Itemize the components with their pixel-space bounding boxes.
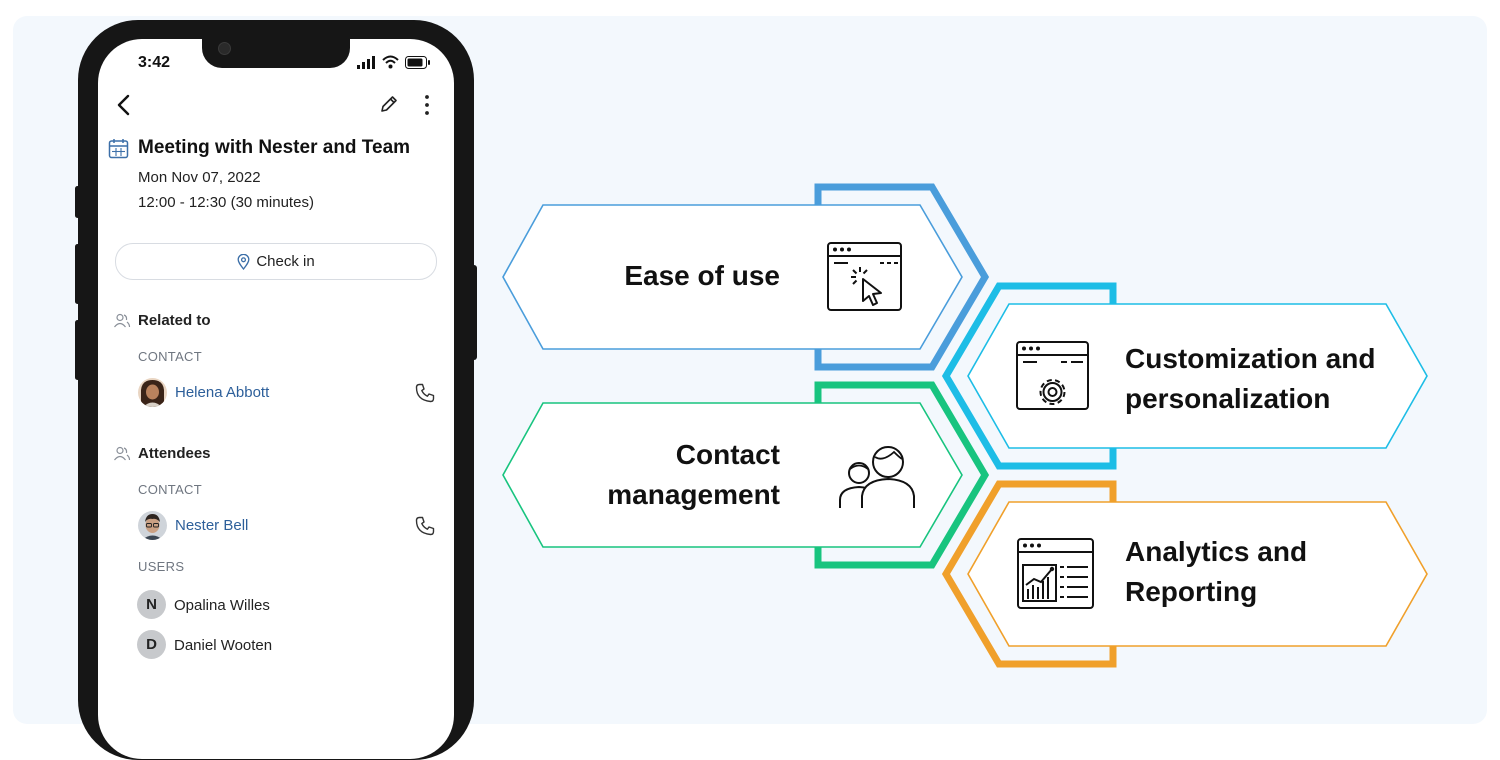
signal-icon bbox=[357, 56, 375, 69]
customization-label-line2: personalization bbox=[1125, 383, 1331, 414]
edit-pencil-icon[interactable] bbox=[379, 94, 399, 114]
related-contact-caption: CONTACT bbox=[138, 349, 202, 364]
event-date: Mon Nov 07, 2022 bbox=[138, 169, 261, 186]
contact-management-card bbox=[502, 402, 963, 548]
more-options-icon[interactable] bbox=[422, 94, 432, 116]
people-outline-icon bbox=[114, 313, 131, 328]
related-to-heading: Related to bbox=[138, 312, 211, 329]
phone-power-button bbox=[471, 265, 477, 360]
analytics-label-line2: Reporting bbox=[1125, 576, 1258, 607]
avatar bbox=[138, 511, 167, 540]
user-name[interactable]: Opalina Willes bbox=[174, 597, 270, 614]
users-caption: USERS bbox=[138, 559, 185, 574]
attendees-contact-caption: CONTACT bbox=[138, 482, 202, 497]
wifi-icon bbox=[382, 55, 399, 69]
contact-management-label-line1: Contact bbox=[675, 439, 780, 470]
analytics-label-line1: Analytics and bbox=[1125, 536, 1308, 567]
related-contact-link[interactable]: Helena Abbott bbox=[175, 384, 270, 401]
people-icon bbox=[839, 446, 915, 508]
check-in-button[interactable]: Check in bbox=[115, 243, 437, 280]
user-initial-avatar: N bbox=[137, 590, 166, 619]
check-in-label: Check in bbox=[256, 253, 315, 270]
event-time: 12:00 - 12:30 (30 minutes) bbox=[138, 194, 314, 211]
browser-cursor-icon bbox=[827, 242, 902, 311]
people-outline-icon bbox=[114, 446, 131, 461]
back-arrow-icon[interactable] bbox=[114, 94, 134, 116]
contact-management-label-line2: management bbox=[607, 479, 780, 510]
avatar bbox=[138, 378, 167, 407]
attendees-heading: Attendees bbox=[138, 445, 211, 462]
phone-volume-up-button bbox=[75, 244, 80, 304]
customization-label-line1: Customization and bbox=[1125, 343, 1376, 374]
phone-volume-down-button bbox=[75, 320, 80, 380]
front-camera bbox=[218, 42, 231, 55]
browser-gear-icon bbox=[1016, 341, 1089, 410]
phone-call-icon[interactable] bbox=[415, 383, 435, 403]
user-name[interactable]: Daniel Wooten bbox=[174, 637, 273, 654]
customization-card bbox=[967, 303, 1428, 449]
user-initial-avatar: D bbox=[137, 630, 166, 659]
attendee-contact-link[interactable]: Nester Bell bbox=[175, 517, 249, 534]
event-title: Meeting with Nester and Team bbox=[138, 137, 411, 158]
ease-of-use-card bbox=[502, 204, 963, 350]
phone-mute-button bbox=[75, 186, 80, 218]
status-time: 3:42 bbox=[138, 54, 171, 71]
location-pin-icon bbox=[237, 253, 250, 270]
battery-icon bbox=[405, 56, 430, 69]
ease-of-use-label: Ease of use bbox=[624, 260, 780, 291]
browser-chart-icon bbox=[1017, 538, 1094, 609]
phone-call-icon[interactable] bbox=[415, 516, 435, 536]
calendar-icon bbox=[108, 139, 129, 159]
